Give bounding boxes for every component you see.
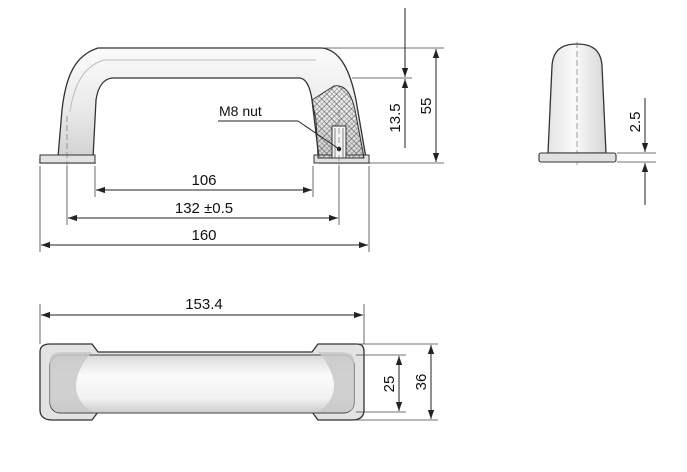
front-view: M8 nut 106 132 ±0.5 160 13.5 55 bbox=[39, 8, 444, 252]
handle-top-grip bbox=[49, 354, 355, 414]
side-view: 2.5 bbox=[538, 42, 656, 205]
side-base-plate bbox=[538, 152, 617, 163]
dim-106: 106 bbox=[191, 172, 216, 189]
left-foot-plate bbox=[39, 154, 96, 164]
dim-2-5: 2.5 bbox=[627, 112, 644, 133]
dim-132: 132 ±0.5 bbox=[175, 200, 233, 217]
dim-55: 55 bbox=[418, 98, 435, 115]
dim-36: 36 bbox=[413, 374, 430, 391]
top-view: 153.4 25 36 bbox=[39, 296, 438, 421]
nut-label: M8 nut bbox=[219, 103, 262, 119]
top-right-end-shadow bbox=[318, 352, 354, 412]
dim-153-4: 153.4 bbox=[185, 296, 223, 313]
dim-160: 160 bbox=[191, 227, 216, 244]
nut-leader-line bbox=[297, 120, 340, 150]
dim-25: 25 bbox=[381, 376, 398, 393]
dim-13-5: 13.5 bbox=[387, 103, 404, 132]
handle-front-highlight bbox=[69, 59, 316, 113]
top-left-end-shadow bbox=[50, 352, 92, 412]
